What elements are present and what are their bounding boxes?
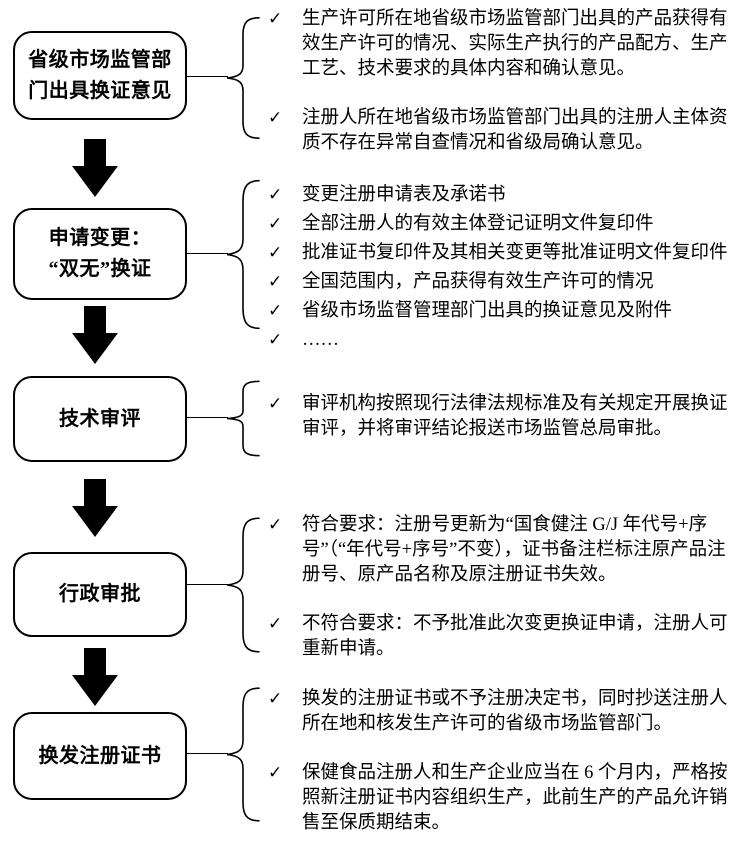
bullet-block-stage-1: ✓ 生产许可所在地省级市场监管部门出具的产品获得有效生产许可的情况、实际生产执行… <box>268 7 742 156</box>
connector-line <box>187 584 228 585</box>
flow-box-provincial-opinion: 省级市场监管部 门出具换证意见 <box>13 31 187 120</box>
connector-line <box>187 76 228 77</box>
down-arrow-icon <box>72 306 118 364</box>
bullet-text: …… <box>302 330 339 350</box>
bullet-block-stage-3: ✓ 审评机构按照现行法律法规标准及有关规定开展换证审评，并将审评结论报送市场监管… <box>268 392 742 442</box>
check-icon: ✓ <box>268 9 283 29</box>
check-icon: ✓ <box>268 763 283 783</box>
flow-box-technical-review: 技术审评 <box>13 376 187 462</box>
bullet-text: 批准证书复印件及其相关变更等批准证明文件复印件 <box>302 243 728 263</box>
bullet-item: ✓ 注册人所在地省级市场监管部门出具的注册人主体资质不存在异常自查情况和省级局确… <box>268 106 742 156</box>
check-icon: ✓ <box>268 214 283 234</box>
check-icon: ✓ <box>268 243 283 263</box>
down-arrow-icon <box>72 479 118 537</box>
bullet-text: 省级市场监督管理部门出具的换证意见及附件 <box>302 301 673 321</box>
bullet-item: ✓ 全部注册人的有效主体登记证明文件复印件 <box>268 212 742 237</box>
check-icon: ✓ <box>268 614 283 634</box>
flow-box-apply-change: 申请变更： “双无”换证 <box>13 208 187 300</box>
bullet-item: ✓ 批准证书复印件及其相关变更等批准证明文件复印件 <box>268 241 742 266</box>
bullet-item: ✓ 保健食品注册人和生产企业应当在 6 个月内，严格按照新注册证书内容组织生产，… <box>268 761 742 836</box>
flow-box-reissue-certificate: 换发注册证书 <box>13 712 187 800</box>
bullet-text: 审评机构按照现行法律法规标准及有关规定开展换证审评，并将审评结论报送市场监管总局… <box>302 394 728 439</box>
bullet-item: ✓ 换发的注册证书或不予注册决定书，同时抄送注册人所在地和核发生产许可的省级市场… <box>268 687 742 737</box>
check-icon: ✓ <box>268 272 283 292</box>
check-icon: ✓ <box>268 301 283 321</box>
bullet-text: 变更注册申请表及承诺书 <box>302 185 506 205</box>
brace-icon <box>221 176 261 333</box>
bullet-item: ✓ 符合要求：注册号更新为“国食健注 G/J 年代号+序号”（“年代号+序号”不… <box>268 513 742 588</box>
check-icon: ✓ <box>268 330 283 350</box>
flow-box-administrative-approval: 行政审批 <box>13 552 187 637</box>
bullet-text: 保健食品注册人和生产企业应当在 6 个月内，严格按照新注册证书内容组织生产，此前… <box>302 763 728 833</box>
brace-icon <box>221 684 261 825</box>
check-icon: ✓ <box>268 108 283 128</box>
check-icon: ✓ <box>268 689 283 709</box>
bullet-item: ✓ 审评机构按照现行法律法规标准及有关规定开展换证审评，并将审评结论报送市场监管… <box>268 392 742 442</box>
bullet-item: ✓ …… <box>268 328 742 353</box>
bullet-text: 全部注册人的有效主体登记证明文件复印件 <box>302 214 654 234</box>
bullet-item: ✓ 全国范围内，产品获得有效生产许可的情况 <box>268 270 742 295</box>
bullet-text: 注册人所在地省级市场监管部门出具的注册人主体资质不存在异常自查情况和省级局确认意… <box>302 108 728 153</box>
bullet-item: ✓ 不符合要求：不予批准此次变更换证申请，注册人可重新申请。 <box>268 612 742 662</box>
down-arrow-icon <box>72 139 118 197</box>
brace-icon <box>221 514 261 656</box>
check-icon: ✓ <box>268 185 283 205</box>
down-arrow-icon <box>72 648 118 706</box>
brace-icon <box>221 14 261 142</box>
bullet-block-stage-2: ✓ 变更注册申请表及承诺书 ✓ 全部注册人的有效主体登记证明文件复印件 ✓ 批准… <box>268 183 742 353</box>
bullet-item: ✓ 变更注册申请表及承诺书 <box>268 183 742 208</box>
connector-line <box>187 417 228 418</box>
connector-line <box>187 753 228 754</box>
bullet-text: 换发的注册证书或不予注册决定书，同时抄送注册人所在地和核发生产许可的省级市场监管… <box>302 689 728 734</box>
check-icon: ✓ <box>268 394 283 414</box>
bullet-text: 全国范围内，产品获得有效生产许可的情况 <box>302 272 654 292</box>
brace-icon <box>221 379 261 458</box>
bullet-block-stage-4: ✓ 符合要求：注册号更新为“国食健注 G/J 年代号+序号”（“年代号+序号”不… <box>268 513 742 662</box>
bullet-text: 生产许可所在地省级市场监管部门出具的产品获得有效生产许可的情况、实际生产执行的产… <box>302 9 728 79</box>
bullet-text: 不符合要求：不予批准此次变更换证申请，注册人可重新申请。 <box>302 614 728 659</box>
check-icon: ✓ <box>268 515 283 535</box>
bullet-block-stage-5: ✓ 换发的注册证书或不予注册决定书，同时抄送注册人所在地和核发生产许可的省级市场… <box>268 687 742 836</box>
connector-line <box>187 253 228 254</box>
bullet-item: ✓ 生产许可所在地省级市场监管部门出具的产品获得有效生产许可的情况、实际生产执行… <box>268 7 742 82</box>
bullet-text: 符合要求：注册号更新为“国食健注 G/J 年代号+序号”（“年代号+序号”不变）… <box>302 515 726 585</box>
bullet-item: ✓ 省级市场监督管理部门出具的换证意见及附件 <box>268 299 742 324</box>
